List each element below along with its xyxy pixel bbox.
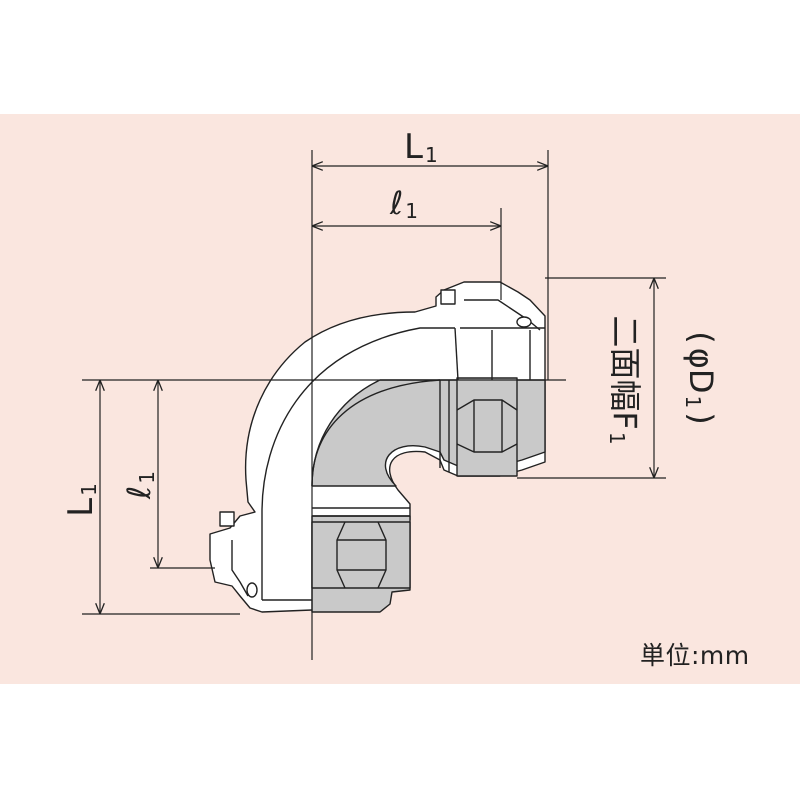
unit-label: 単位:mm (640, 641, 750, 670)
dimension-lines (100, 166, 654, 614)
upper-hex-nut (456, 377, 518, 477)
label-left-overall: L1 (61, 483, 101, 517)
lower-hex-nut (311, 521, 411, 589)
upper-clip (440, 289, 456, 305)
label-hex-flats: 二面幅F1 (605, 315, 644, 444)
label-left-inner: ℓ1 (120, 471, 159, 500)
label-diameter: (φD1) (681, 331, 720, 424)
fitting-body (209, 281, 546, 613)
lower-clip (219, 511, 235, 527)
